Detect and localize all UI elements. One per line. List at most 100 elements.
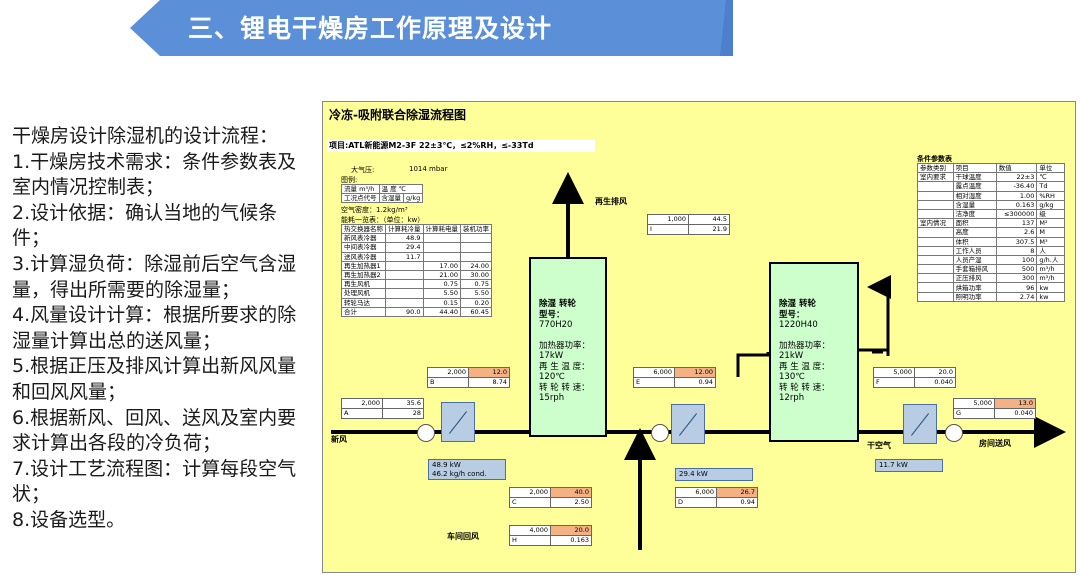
conditions-cell [917, 208, 954, 220]
conditions-cell: 300 [995, 273, 1038, 284]
conditions-cell: 137 [995, 218, 1038, 229]
energy-cell [422, 251, 461, 262]
wheel-heater: 17kW [539, 351, 564, 361]
conditions-cell: m³/h [1036, 273, 1065, 284]
point-flow: 2,000 [427, 367, 469, 378]
energy-cell [385, 269, 424, 281]
energy-cell: 48.9 [385, 233, 424, 244]
conditions-cell: 高度 [952, 227, 997, 238]
conditions-cell: 1.00 [995, 190, 1038, 201]
coil-load-text: 29.4 kW [679, 470, 708, 478]
conditions-cell: g/h.人 [1036, 254, 1065, 266]
energy-cell: 11.7 [385, 251, 424, 262]
conditions-cell [917, 291, 954, 302]
conditions-cell [917, 236, 954, 247]
conditions-cell: 洁净度 [952, 208, 997, 220]
conditions-cell: 500 [995, 264, 1038, 275]
supply-cooling-coil [903, 404, 937, 444]
point-code: H [509, 535, 551, 546]
point-code: G [953, 408, 995, 419]
point-temp: 26.7 [716, 487, 758, 498]
energy-column-header: 计算耗冷量 [385, 223, 424, 235]
wheel-regen: 120℃ [539, 372, 565, 382]
energy-cell: 新风表冷器 [341, 233, 386, 244]
energy-cell: 0.75 [422, 279, 461, 290]
conditions-cell: 室内要求 [917, 172, 954, 183]
energy-column-header: 热交换器名称 [341, 223, 386, 235]
energy-cell: 0.75 [460, 279, 492, 290]
conditions-cell: 人 [1036, 245, 1065, 256]
process-line: 2.设计依据：确认当地的气候条件； [12, 201, 278, 250]
energy-cell: 合计 [341, 306, 386, 317]
process-line: 1.干燥房技术需求：条件参数表及室内情况控制表； [12, 150, 297, 199]
energy-cell [460, 233, 492, 244]
wheel-regen: 130℃ [779, 372, 805, 382]
point-flow: 6,000 [675, 487, 717, 498]
wheel-title: 除湿 转轮 [779, 299, 816, 309]
fresh-air-label: 新风 [331, 435, 347, 444]
conditions-column-header: 项目 [952, 162, 997, 174]
conditions-cell: Td [1036, 181, 1065, 192]
point-code: F [873, 377, 915, 388]
point-flow: 5,000 [953, 398, 995, 409]
energy-cell: 0.20 [460, 297, 492, 308]
point-temp: 12.00 [674, 367, 716, 378]
diagram-title: 冷冻-吸附联合除湿流程图 [329, 108, 466, 122]
legend-cell: 流量 m³/h [341, 183, 380, 195]
legend-cell: 工况点代号 [341, 193, 380, 204]
wheel-title: 除湿 转轮 [539, 299, 576, 309]
energy-cell [385, 288, 424, 299]
conditions-cell: 相对湿度 [952, 190, 997, 201]
energy-cell: 24.00 [460, 260, 492, 271]
energy-cell [385, 297, 424, 308]
coil-load-text: 46.2 kg/h cond. [432, 469, 487, 478]
wheel-model: 770H20 [539, 320, 573, 330]
wheel-model-label: 型号： [539, 309, 565, 320]
conditions-cell: 照明功率 [952, 291, 997, 302]
project-label: 项目:ATL新能源M2-3F 22±3℃，≤2%RH，≤-33Td [327, 140, 595, 152]
energy-cell [422, 242, 461, 253]
conditions-title: 条件参数表 [917, 155, 952, 163]
dehumidification-flow-diagram: 冷冻-吸附联合除湿流程图 项目:ATL新能源M2-3F 22±3℃，≤2%RH，… [322, 101, 1076, 573]
conditions-cell: 手套箱排风 [952, 264, 997, 275]
conditions-cell: M [1036, 227, 1065, 238]
energy-cell: 44.40 [422, 306, 461, 317]
atm-label: 大气压: [351, 166, 375, 174]
process-line: 6.根据新风、回风、送风及室内要求计算出各段的冷负荷； [12, 406, 297, 455]
conditions-cell [917, 190, 954, 201]
coil-1-load: 48.9 kW 46.2 kg/h cond. [428, 459, 506, 480]
legend-label: 图例: [341, 176, 358, 184]
wheel-regen-label: 再 生 温 度： [779, 361, 830, 372]
fan-icon [417, 424, 435, 442]
conditions-cell: 2.74 [995, 291, 1038, 302]
conditions-cell [917, 245, 954, 256]
conditions-cell: ℃ [1036, 172, 1065, 183]
point-code: A [341, 408, 383, 419]
page-title: 三、锂电干燥房工作原理及设计 [188, 14, 553, 43]
wheel-heater: 21kW [779, 351, 804, 361]
process-line: 8.设备选型。 [12, 508, 126, 531]
energy-cell: 转轮马达 [341, 297, 386, 308]
energy-column-header: 计算耗电量 [422, 223, 461, 235]
conditions-cell: 8 [995, 245, 1038, 256]
conditions-cell [917, 199, 954, 210]
conditions-cell: 人员产湿 [952, 254, 997, 266]
energy-cell [460, 251, 492, 262]
conditions-cell: M² [1036, 218, 1065, 229]
conditions-cell: 工作人员 [952, 245, 997, 256]
wheel-speed-label: 转 轮 转 速： [539, 382, 590, 393]
